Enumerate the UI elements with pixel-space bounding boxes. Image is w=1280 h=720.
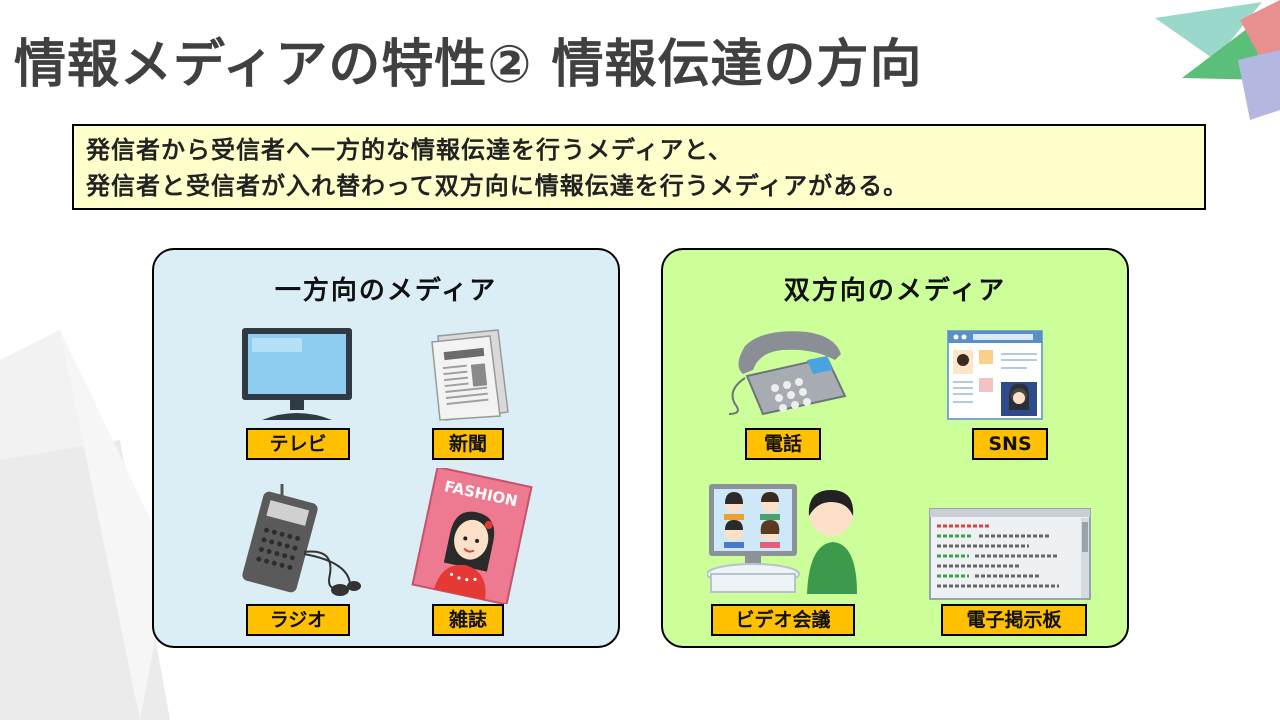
newspaper-icon <box>428 328 512 422</box>
summary-line-1: 発信者から受信者へ一方的な情報伝達を行うメディアと、 <box>86 136 733 164</box>
slide-title: 情報メディアの特性② 情報伝達の方向 <box>14 35 923 95</box>
label-telephone: 電話 <box>745 428 821 460</box>
label-video-conference: ビデオ会議 <box>711 604 855 636</box>
summary-line-2: 発信者と受信者が入れ替わって双方向に情報伝達を行うメディアがある。 <box>86 172 909 200</box>
bulletin-board-icon <box>929 508 1091 600</box>
label-radio: ラジオ <box>246 604 350 636</box>
one-way-heading: 一方向のメディア <box>274 276 498 306</box>
label-sns: SNS <box>972 428 1048 460</box>
telephone-icon <box>723 326 847 416</box>
label-tv: テレビ <box>246 428 350 460</box>
two-way-panel: 双方向のメディア 電話 <box>661 248 1129 648</box>
label-bulletin-board: 電子掲示板 <box>941 604 1087 636</box>
label-newspaper: 新聞 <box>432 428 504 460</box>
video-conference-icon <box>707 482 859 594</box>
two-way-heading: 双方向のメディア <box>783 276 1007 306</box>
one-way-panel: 一方向のメディア テレビ 新聞 <box>152 248 620 648</box>
radio-icon <box>238 482 362 598</box>
sns-icon <box>947 330 1043 420</box>
magazine-icon: FASHION <box>410 468 536 604</box>
summary-box: 発信者から受信者へ一方的な情報伝達を行うメディアと、 発信者と受信者が入れ替わっ… <box>72 124 1206 210</box>
tv-icon <box>240 326 354 422</box>
label-magazine: 雑誌 <box>432 604 504 636</box>
